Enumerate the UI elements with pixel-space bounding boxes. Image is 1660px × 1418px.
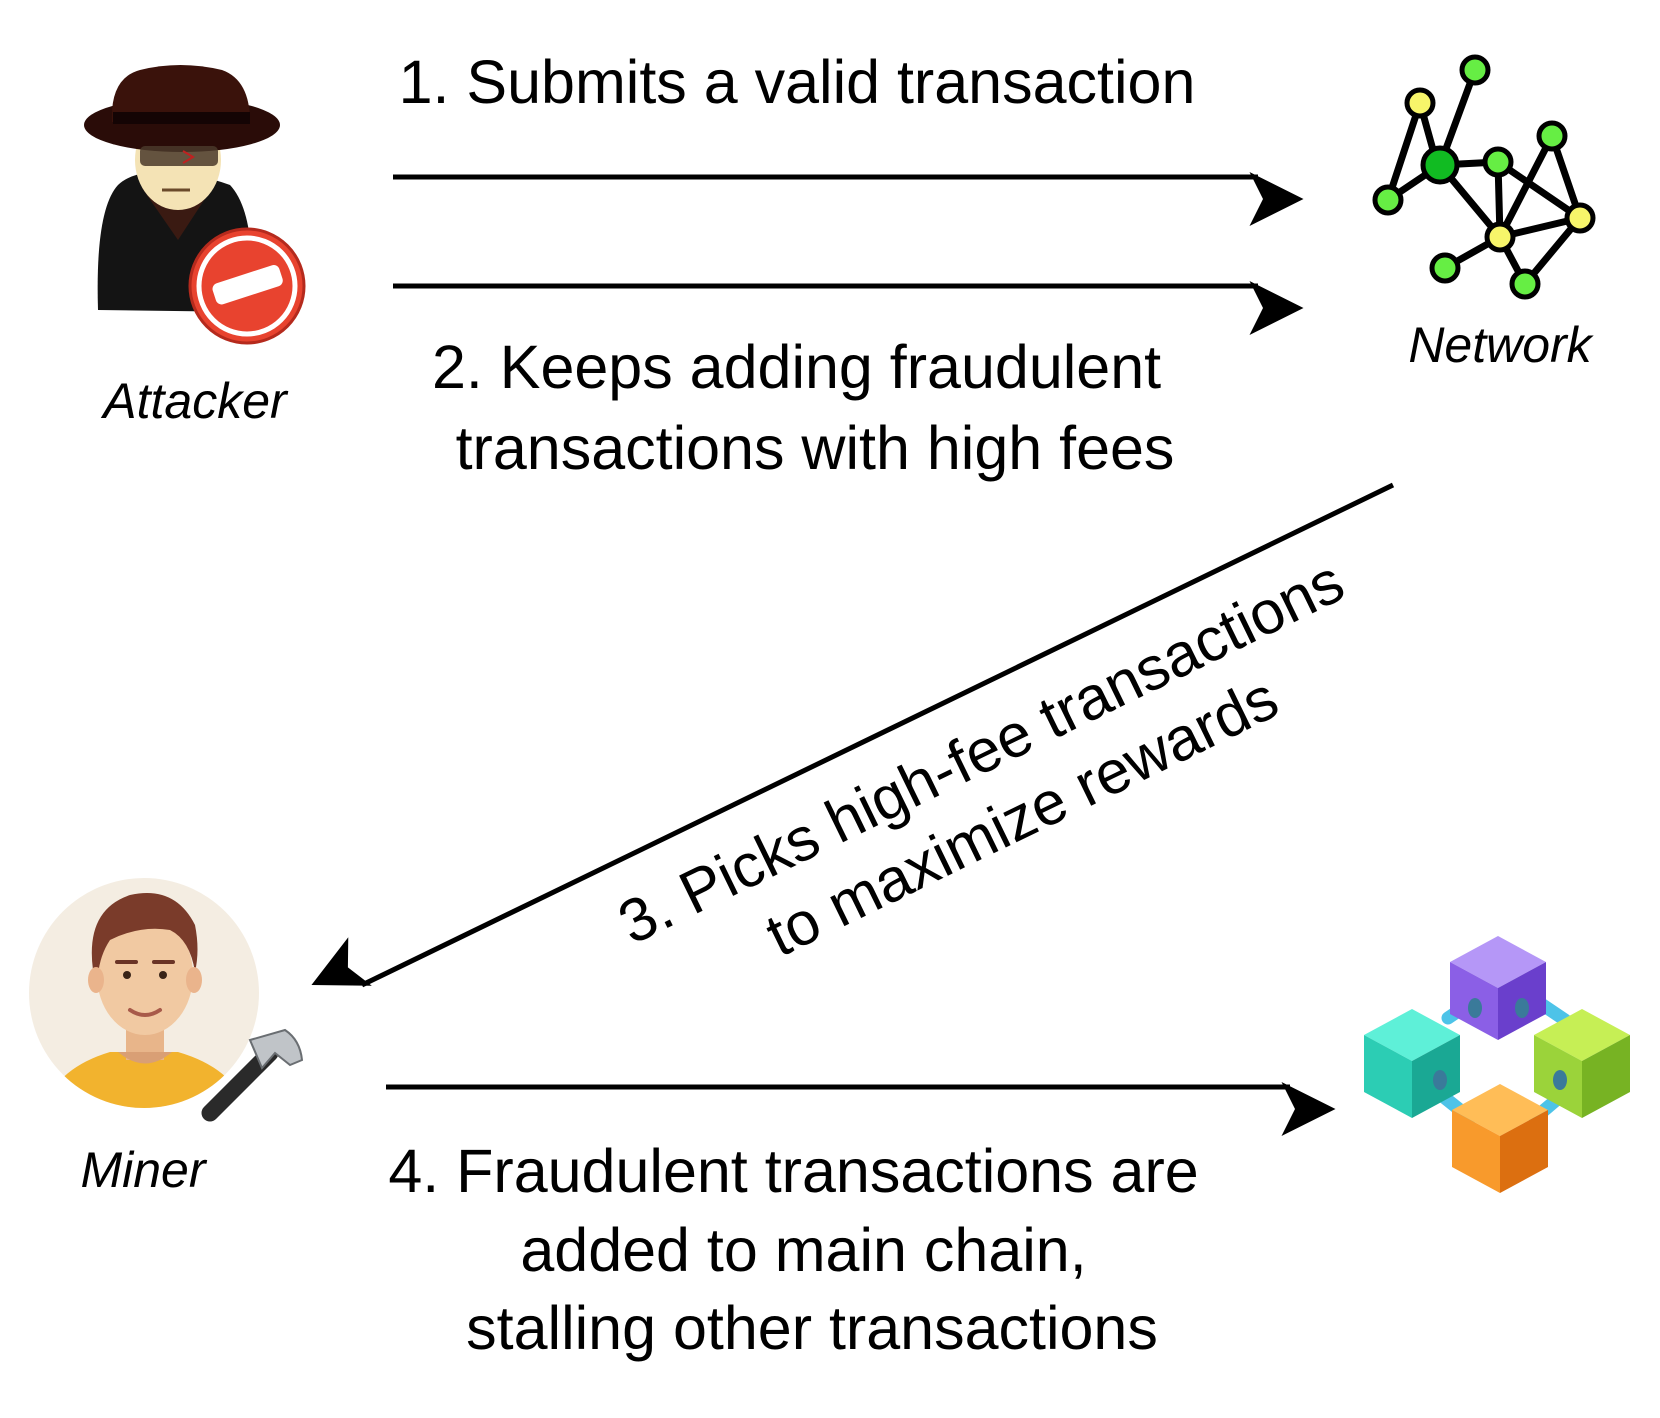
step-2-text: 2. Keeps adding fraudulent transactions …: [432, 333, 1178, 482]
prohibited-badge-icon: [188, 227, 306, 345]
step-4-line-3: stalling other transactions: [466, 1294, 1158, 1362]
step-2-line-1: 2. Keeps adding fraudulent: [432, 333, 1161, 401]
step-4-line-1: 4. Fraudulent transactions are: [388, 1137, 1198, 1205]
step-3-text: 3. Picks high-fee transactions to maximi…: [608, 539, 1403, 1025]
hammer-icon: [201, 1028, 304, 1122]
network-label: Network: [1408, 317, 1594, 373]
step-1-line-1: 1. Submits a valid transaction: [399, 48, 1196, 116]
arrow-pick: [311, 482, 1395, 988]
network-graph-icon: [1372, 54, 1596, 300]
step-4-text: 4. Fraudulent transactions are added to …: [388, 1137, 1215, 1362]
step-1-text: 1. Submits a valid transaction: [399, 48, 1196, 116]
miner-label: Miner: [80, 1142, 207, 1198]
spy-icon: [84, 65, 306, 345]
miner-avatar-icon: [29, 878, 304, 1122]
step-3-line-1: 3. Picks high-fee transactions: [608, 546, 1354, 956]
step-4-line-2: added to main chain,: [520, 1216, 1086, 1284]
blockchain-cubes-icon: [1364, 936, 1630, 1193]
attacker-label: Attacker: [100, 373, 289, 429]
step-2-line-2: transactions with high fees: [456, 414, 1175, 482]
